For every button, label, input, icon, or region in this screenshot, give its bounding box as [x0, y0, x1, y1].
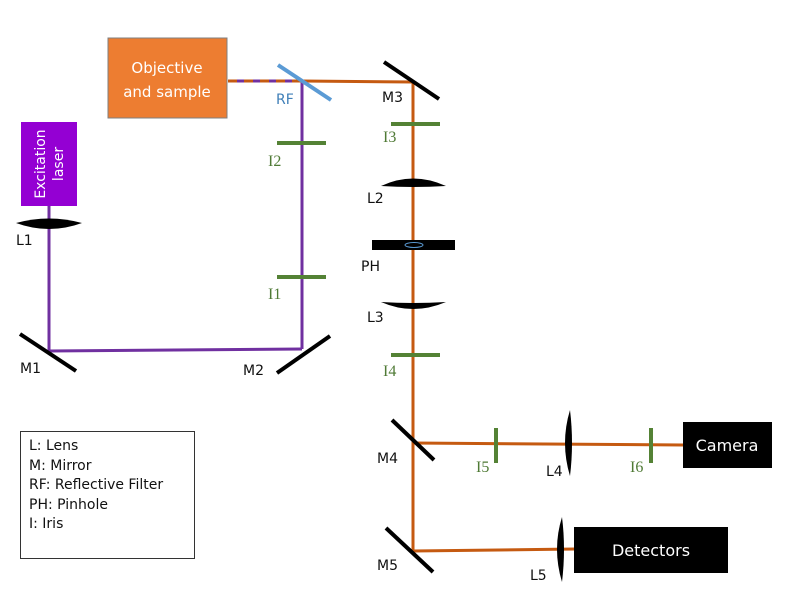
- label-i6: I6: [630, 459, 643, 476]
- label-i3: I3: [383, 129, 396, 146]
- label-l1: L1: [16, 233, 33, 249]
- objective-label-line1: Objective: [131, 59, 202, 77]
- laser-label-line1: Excitation: [33, 129, 49, 198]
- legend-item-reflective-filter: RF: Reflective Filter: [29, 477, 164, 493]
- legend-box: L: Lens M: Mirror RF: Reflective Filter …: [20, 431, 195, 559]
- lens-l3: [381, 302, 446, 309]
- lens-l5: [557, 517, 564, 582]
- mirror-m4: [390, 418, 436, 462]
- objective-and-sample-box: Objective and sample: [107, 37, 228, 119]
- legend-item-iris: I: Iris: [29, 516, 64, 532]
- camera-label: Camera: [696, 436, 759, 455]
- camera-box: Camera: [683, 422, 772, 468]
- label-i1: I1: [268, 286, 281, 303]
- label-i5: I5: [476, 459, 489, 476]
- label-i2: I2: [268, 153, 281, 170]
- detectors-box: Detectors: [574, 527, 728, 573]
- mirror-m2: [275, 334, 332, 375]
- emission-beam: [301, 79, 684, 553]
- lens-l4: [565, 410, 572, 476]
- label-m5: M5: [377, 558, 398, 574]
- legend-item-mirror: M: Mirror: [29, 457, 92, 474]
- legend-item-lens: L: Lens: [29, 438, 79, 454]
- label-l3: L3: [367, 310, 384, 326]
- mirror-m3: [382, 60, 441, 101]
- lens-l2: [381, 178, 446, 187]
- excitation-laser-box: Excitation laser: [21, 122, 77, 206]
- objective-label-line2: and sample: [123, 83, 211, 101]
- lens-l1: [16, 218, 82, 229]
- label-l2: L2: [367, 191, 384, 207]
- detectors-label: Detectors: [612, 541, 690, 560]
- label-m4: M4: [377, 451, 398, 467]
- label-rf: RF: [276, 92, 294, 108]
- label-l4: L4: [546, 464, 563, 480]
- label-m2: M2: [243, 363, 264, 379]
- reflective-filter: [276, 63, 333, 102]
- label-i4: I4: [383, 363, 396, 380]
- excitation-beam: [47, 81, 304, 353]
- label-ph: PH: [361, 259, 380, 275]
- label-m1: M1: [20, 361, 41, 377]
- laser-label-line2: laser: [51, 147, 67, 181]
- pinhole-aperture: [404, 242, 424, 248]
- label-l5: L5: [530, 568, 547, 584]
- pinhole: [372, 240, 455, 250]
- mirror-m5: [384, 526, 435, 574]
- legend-item-pinhole: PH: Pinhole: [29, 496, 108, 513]
- label-m3: M3: [382, 90, 403, 106]
- mirror-m1: [18, 332, 78, 373]
